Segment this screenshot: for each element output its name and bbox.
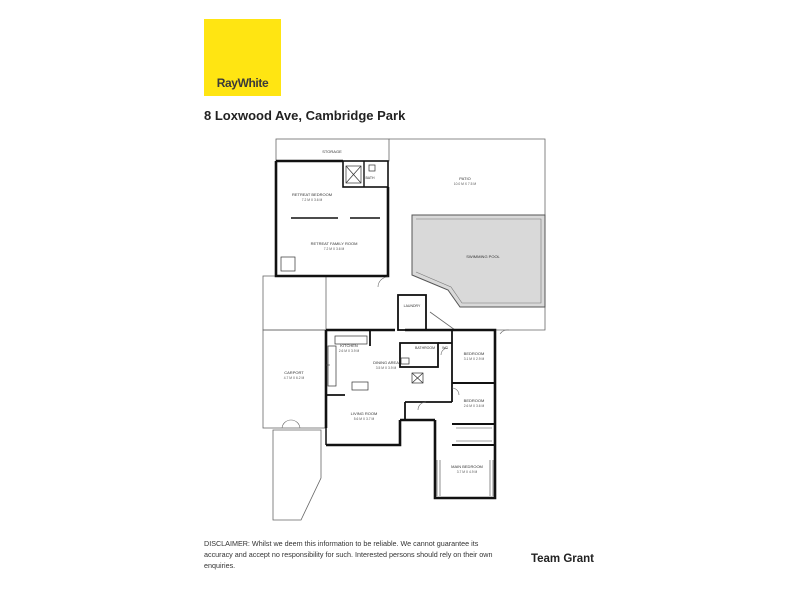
patio-outline bbox=[389, 138, 546, 215]
disclaimer-text: DISCLAIMER: Whilst we deem this informat… bbox=[204, 539, 493, 570]
agent-team-name: Team Grant bbox=[530, 553, 594, 565]
dims-living: 5.6 M X 3.7 M bbox=[354, 417, 375, 421]
label-main-bedroom: MAIN BEDROOM bbox=[451, 464, 483, 469]
label-pool: SWIMMING POOL bbox=[466, 254, 500, 259]
kitchen-side-bench bbox=[327, 345, 337, 387]
kitchen-island bbox=[351, 381, 369, 391]
bathroom-walls bbox=[399, 342, 439, 368]
label-bedroom-2: BEDROOM bbox=[464, 398, 485, 403]
label-storage: STORAGE bbox=[322, 149, 342, 154]
label-bedroom-1: BEDROOM bbox=[464, 351, 485, 356]
pool-inner-edge bbox=[415, 218, 542, 304]
dims-main-bedroom: 3.7 M X 4.9 M bbox=[457, 470, 478, 474]
label-dining: DINING AREA bbox=[373, 360, 399, 365]
label-kitchen: KITCHEN bbox=[340, 343, 358, 348]
label-bath: BATH bbox=[365, 176, 375, 180]
verandah-outline bbox=[262, 275, 327, 331]
dims-kitchen: 2.6 M X 3.9 M bbox=[339, 349, 360, 353]
label-laundry: LAUNDRY bbox=[404, 304, 421, 308]
label-patio: PATIO bbox=[459, 176, 470, 181]
dims-retreat-bedroom: 7.2 M X 3.6 M bbox=[302, 198, 323, 202]
driveway-outline bbox=[272, 429, 322, 521]
dims-carport: 4.7 M X 6.2 M bbox=[284, 376, 305, 380]
dims-bedroom-2: 2.6 M X 3.6 M bbox=[464, 404, 485, 408]
dims-retreat-family: 7.2 M X 3.6 M bbox=[324, 247, 345, 251]
logo-wordmark: RayWhite bbox=[216, 76, 269, 90]
retreat-wall bbox=[274, 161, 390, 278]
label-living: LIVING ROOM bbox=[351, 411, 378, 416]
shower bbox=[411, 372, 424, 384]
dims-dining: 3.5 M X 3.9 M bbox=[376, 366, 397, 370]
bath-walls bbox=[342, 160, 389, 188]
toilet bbox=[368, 164, 376, 172]
property-address: 8 Loxwood Ave, Cambridge Park bbox=[204, 108, 406, 123]
laundry-walls bbox=[397, 294, 427, 331]
label-retreat-family: RETREAT FAMILY ROOM bbox=[311, 241, 358, 246]
door-arc bbox=[377, 276, 389, 288]
label-wc: WC bbox=[442, 346, 448, 350]
kitchen-bench bbox=[334, 335, 368, 345]
bedroom-east-wall bbox=[452, 328, 497, 383]
label-carport: CARPORT bbox=[284, 370, 304, 375]
label-bathroom: BATHROOM bbox=[415, 346, 435, 350]
room-labels: STORAGE BATH PATIO 10.0 M X 7.5 M RETREA… bbox=[284, 149, 501, 474]
dims-patio: 10.0 M X 7.5 M bbox=[454, 182, 477, 186]
retreat-shower bbox=[345, 165, 362, 184]
ray-white-logo: RayWhite bbox=[204, 19, 281, 96]
swimming-pool-shape bbox=[411, 214, 546, 308]
armchair bbox=[280, 256, 296, 272]
label-retreat-bedroom: RETREAT BEDROOM bbox=[292, 192, 332, 197]
dims-bedroom-1: 3.1 M X 2.9 M bbox=[464, 357, 485, 361]
